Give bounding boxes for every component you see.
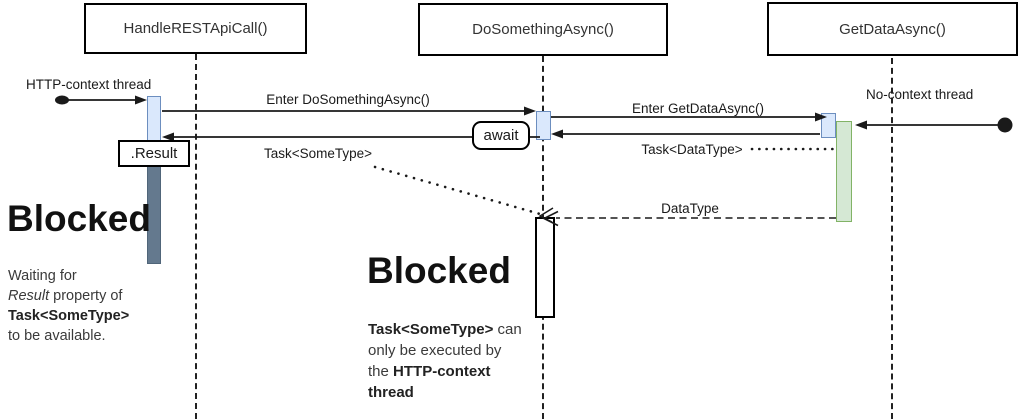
activation-bar-do-something: [536, 111, 551, 140]
no-context-thread-label: No-context thread: [866, 87, 974, 102]
lifeline-handle-rest-api-call: [195, 54, 197, 419]
get-data-return-arrow: [551, 129, 820, 139]
blocked-note-middle-title: Blocked: [367, 250, 511, 291]
await-label-box: await: [472, 121, 530, 150]
actor-label: GetDataAsync(): [839, 20, 946, 38]
no-context-start-dot: [997, 117, 1013, 133]
enter-do-something-label: Enter DoSomethingAsync(): [266, 92, 430, 107]
await-label: await: [483, 127, 519, 144]
blocked-note-middle-text: Task<SomeType> can only be executed by t…: [368, 319, 568, 403]
note-line: Task<SomeType> can: [368, 321, 522, 338]
activation-bar-get-data-worker: [836, 121, 852, 222]
arrowhead-left-icon: [551, 129, 563, 139]
task-some-type-dotted-line: [373, 165, 542, 216]
data-type-label: DataType: [661, 201, 719, 216]
http-thread-start-dot: [55, 95, 69, 105]
result-label-box: .Result: [118, 140, 190, 167]
activation-bar-http-context: [147, 96, 161, 145]
blocked-bar-continuation: [535, 217, 555, 318]
http-thread-arrow: [55, 95, 147, 105]
note-line: the HTTP-context: [368, 363, 491, 380]
arrowhead-right-icon: [135, 95, 147, 105]
note-line: to be available.: [8, 328, 106, 344]
actor-label: HandleRESTApiCall(): [123, 20, 268, 37]
result-label: .Result: [130, 145, 178, 162]
enter-get-data-label: Enter GetDataAsync(): [631, 101, 765, 116]
task-some-type-label: Task<SomeType>: [263, 146, 373, 161]
blocked-note-left-text: Waiting for Result property of Task<Some…: [8, 266, 178, 346]
no-context-thread-arrow: [855, 117, 1013, 133]
note-line: only be executed by: [368, 342, 502, 359]
blocked-note-left-title: Blocked: [7, 198, 151, 239]
arrowhead-left-icon: [855, 120, 867, 130]
actor-label: DoSomethingAsync(): [472, 21, 614, 38]
http-context-thread-label: HTTP-context thread: [26, 77, 152, 92]
enter-do-something-arrow: [162, 106, 536, 116]
note-line: thread: [368, 384, 414, 401]
arrowhead-right-icon: [524, 106, 536, 116]
note-line: Task<SomeType>: [8, 308, 130, 324]
note-line: Waiting for: [8, 268, 77, 284]
task-data-type-label: Task<DataType>: [641, 142, 743, 157]
lifeline-get-data-async: [891, 58, 893, 419]
actor-box-get-data-async: GetDataAsync(): [767, 2, 1018, 56]
actor-box-do-something-async: DoSomethingAsync(): [418, 3, 668, 56]
actor-box-handle-rest-api-call: HandleRESTApiCall(): [84, 3, 307, 54]
activation-bar-get-data-entry: [821, 113, 836, 138]
note-line: Result property of: [8, 288, 123, 304]
